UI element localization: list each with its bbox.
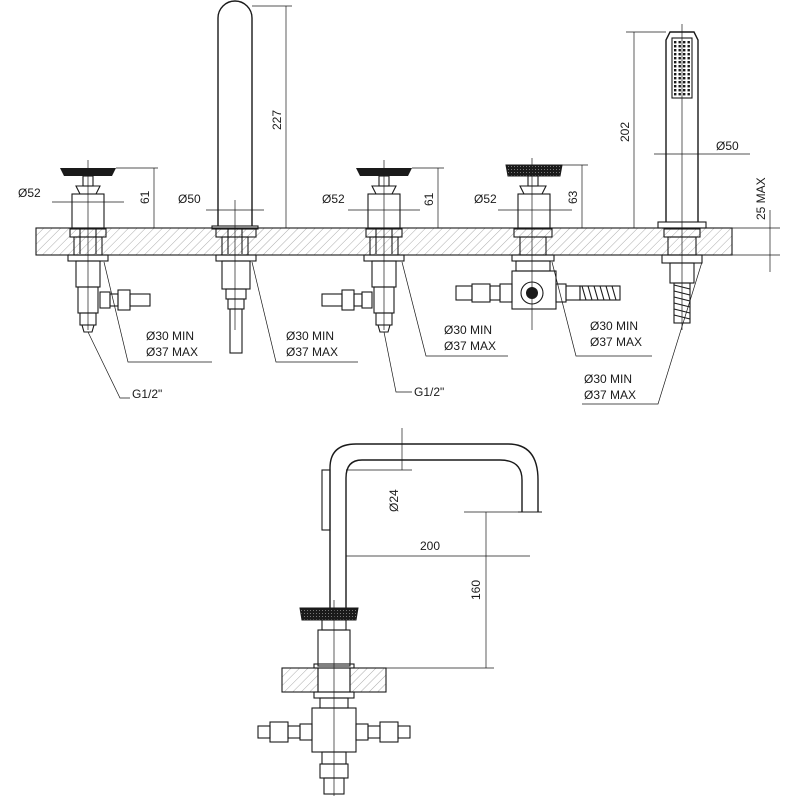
nozzle-dot	[678, 65, 681, 68]
nozzle-dot	[683, 85, 686, 88]
nozzle-dot	[683, 57, 686, 60]
nozzle-dot	[674, 61, 677, 64]
nozzle-dot	[683, 65, 686, 68]
nozzle-dot	[687, 41, 690, 44]
nozzle-dot	[674, 81, 677, 84]
basin-mixer-front	[257, 443, 542, 796]
nozzle-dot	[678, 53, 681, 56]
nozzle-dot	[678, 57, 681, 60]
nozzle-dot	[683, 73, 686, 76]
nozzle-dot	[678, 85, 681, 88]
dim-d52-left: Ø52	[18, 186, 41, 200]
dim-d50-spout: Ø50	[178, 192, 201, 206]
hole-5-max: Ø37 MAX	[584, 388, 636, 402]
dimensions-top	[52, 5, 780, 405]
thread-middle: G1/2"	[414, 385, 444, 399]
dim-202: 202	[618, 122, 632, 142]
nozzle-dot	[674, 89, 677, 92]
nozzle-dot	[683, 81, 686, 84]
nozzle-dot	[687, 89, 690, 92]
nozzle-dot	[674, 57, 677, 60]
nozzle-dot	[687, 85, 690, 88]
nozzle-dot	[678, 45, 681, 48]
bath-spout	[211, 0, 259, 354]
nozzle-dot	[683, 69, 686, 72]
nozzle-dot	[674, 49, 677, 52]
nozzle-grid	[674, 41, 690, 96]
nozzle-dot	[674, 69, 677, 72]
nozzle-dot	[683, 49, 686, 52]
nozzle-dot	[674, 65, 677, 68]
hole-2-max: Ø37 MAX	[286, 345, 338, 359]
dim-d52-diverter: Ø52	[474, 192, 497, 206]
dim-63: 63	[566, 190, 580, 204]
nozzle-dot	[674, 73, 677, 76]
nozzle-dot	[683, 89, 686, 92]
nozzle-dot	[678, 77, 681, 80]
nozzle-dot	[687, 93, 690, 96]
nozzle-dot	[687, 57, 690, 60]
nozzle-dot	[687, 77, 690, 80]
nozzle-dot	[678, 69, 681, 72]
nozzle-dot	[687, 49, 690, 52]
hole-4-max: Ø37 MAX	[590, 335, 642, 349]
nozzle-dot	[678, 49, 681, 52]
nozzle-dot	[678, 89, 681, 92]
hole-3-max: Ø37 MAX	[444, 339, 496, 353]
dim-d50-hand: Ø50	[716, 139, 739, 153]
nozzle-dot	[678, 61, 681, 64]
nozzle-dot	[683, 41, 686, 44]
hole-4-min: Ø30 MIN	[590, 319, 638, 333]
dim-d52-middle: Ø52	[322, 192, 345, 206]
dim-61-left: 61	[138, 190, 152, 204]
valve-middle	[321, 160, 412, 333]
nozzle-dot	[683, 93, 686, 96]
nozzle-dot	[683, 45, 686, 48]
nozzle-dot	[687, 69, 690, 72]
hole-5-min: Ø30 MIN	[584, 372, 632, 386]
nozzle-dot	[678, 73, 681, 76]
nozzle-dot	[683, 53, 686, 56]
dimensions-front	[346, 428, 530, 669]
nozzle-dot	[674, 45, 677, 48]
hole-3-min: Ø30 MIN	[444, 323, 492, 337]
nozzle-dot	[687, 53, 690, 56]
dim-227: 227	[270, 110, 284, 130]
hole-2-min: Ø30 MIN	[286, 329, 334, 343]
dim-61-middle: 61	[422, 192, 436, 206]
hand-shower	[657, 24, 707, 330]
nozzle-dot	[678, 41, 681, 44]
nozzle-dot	[687, 61, 690, 64]
nozzle-dot	[687, 65, 690, 68]
valve-left	[60, 160, 151, 333]
nozzle-dot	[674, 41, 677, 44]
nozzle-dot	[687, 73, 690, 76]
nozzle-dot	[674, 85, 677, 88]
nozzle-dot	[674, 77, 677, 80]
nozzle-dot	[674, 93, 677, 96]
dim-d24: Ø24	[387, 489, 401, 512]
nozzle-dot	[678, 93, 681, 96]
dim-25-max: 25 MAX	[754, 177, 768, 220]
nozzle-dot	[678, 81, 681, 84]
dim-200: 200	[420, 539, 440, 553]
nozzle-dot	[674, 53, 677, 56]
nozzle-dot	[683, 61, 686, 64]
nozzle-dot	[687, 81, 690, 84]
valve-diverter	[455, 158, 621, 330]
nozzle-dot	[683, 77, 686, 80]
thread-left: G1/2"	[132, 387, 162, 401]
hole-1-min: Ø30 MIN	[146, 329, 194, 343]
nozzle-dot	[687, 45, 690, 48]
dim-160: 160	[469, 580, 483, 600]
hole-1-max: Ø37 MAX	[146, 345, 198, 359]
